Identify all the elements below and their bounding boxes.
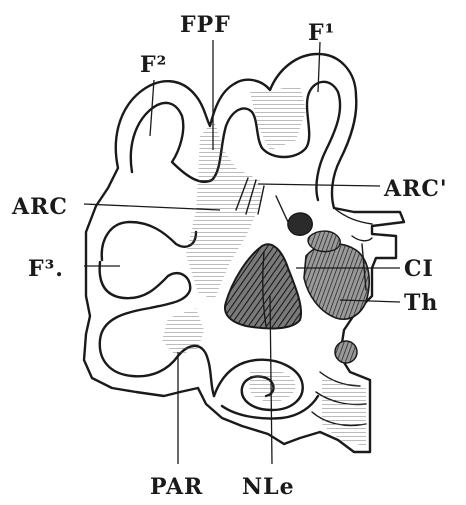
leader-f1 xyxy=(318,42,320,92)
leader-arc-prime xyxy=(258,184,380,186)
thalamus-upper-lobe xyxy=(308,231,340,251)
white-matter-par-region xyxy=(162,308,204,356)
label-f2: F² xyxy=(140,52,167,78)
label-nle: NLe xyxy=(242,474,295,500)
label-arc: ARC xyxy=(11,194,68,220)
label-ci: CI xyxy=(404,256,434,282)
subthalamic-nucleus xyxy=(335,341,357,363)
caudate-nucleus xyxy=(288,213,312,235)
label-fpf: FPF xyxy=(180,12,231,38)
thalamus xyxy=(304,244,369,319)
label-th: Th xyxy=(404,290,438,316)
temporal-lobe-hatching xyxy=(249,369,295,402)
label-f1: F¹ xyxy=(308,20,335,46)
label-par: PAR xyxy=(150,474,203,500)
label-f3: F³. xyxy=(28,256,64,282)
label-arc-prime: ARC' xyxy=(383,176,448,202)
